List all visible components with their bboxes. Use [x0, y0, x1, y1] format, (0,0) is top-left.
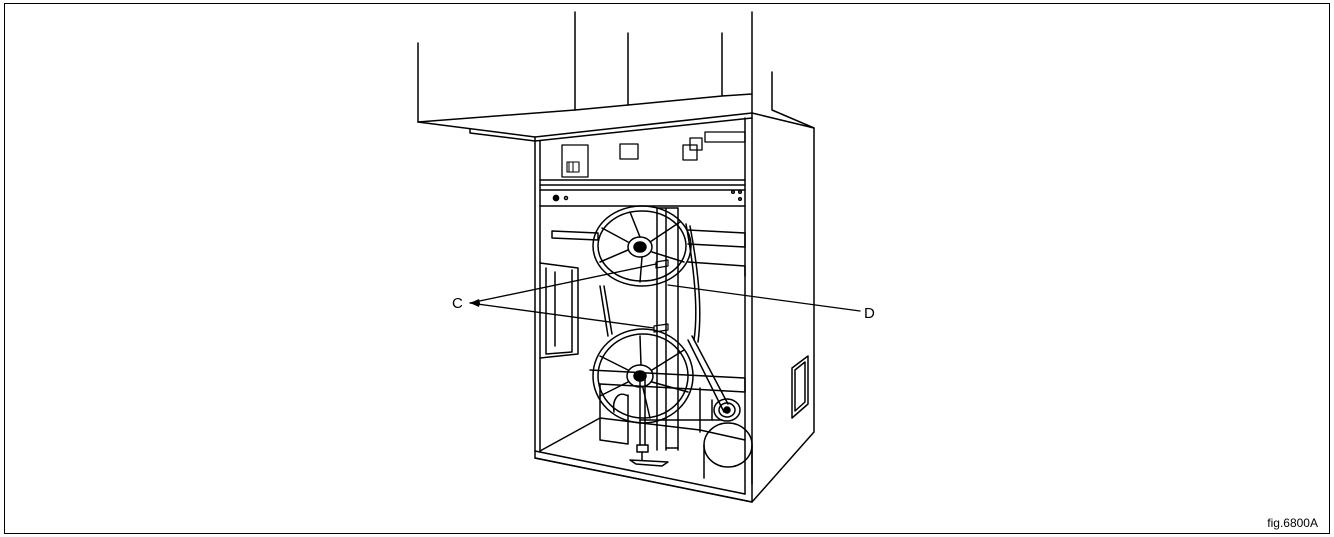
label-c: C [452, 295, 463, 312]
upper-pulley [592, 205, 692, 287]
drive-belts [599, 223, 729, 421]
upper-housing [417, 11, 815, 142]
leader-arrows [470, 299, 480, 307]
figure-frame [4, 3, 1330, 534]
frame-members [539, 229, 746, 445]
tension-stand [612, 377, 669, 467]
leader-d [667, 284, 861, 312]
leader-c-upper [469, 263, 657, 304]
motor [703, 398, 753, 485]
support-rail [539, 189, 746, 207]
control-box [539, 131, 746, 186]
cabinet-body [534, 112, 815, 503]
leader-lines [469, 263, 861, 329]
figure-reference: fig.6800A [1267, 516, 1318, 530]
side-vent [791, 355, 809, 419]
leader-c-lower [469, 302, 655, 329]
label-d: D [864, 305, 875, 322]
vertical-column [656, 207, 679, 451]
belt-tensioners [653, 259, 669, 333]
